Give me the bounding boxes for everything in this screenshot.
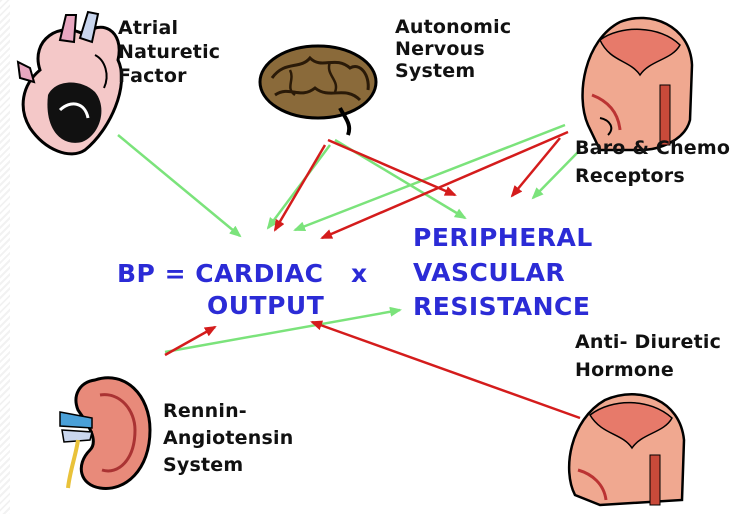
- label-autonomic-nervous-system: Autonomic Nervous System: [395, 16, 511, 82]
- label-rennin-angiotensin-system: Rennin- Angiotensin System: [163, 398, 293, 479]
- heart-icon: [18, 12, 122, 154]
- kidney-icon: [60, 378, 150, 489]
- equation-resistance: RESISTANCE: [413, 290, 590, 324]
- equation-vascular: VASCULAR: [413, 256, 565, 290]
- arrow-anf-to-cardiac-output: [118, 135, 240, 236]
- head-icon-bottom: [569, 394, 684, 505]
- equation-bp-cardiac: BP = CARDIAC: [117, 257, 323, 291]
- brain-icon: [260, 46, 376, 135]
- arrow-baro-to-pvr: [533, 150, 580, 198]
- equation-peripheral: PERIPHERAL: [413, 221, 593, 255]
- arrow-adh-to-cardiac-output: [312, 322, 580, 418]
- equation-times: x: [351, 257, 368, 291]
- arrow-ans-to-pvr-red: [328, 140, 455, 195]
- label-atrial-naturetic-factor: Atrial Naturetic Factor: [118, 16, 220, 88]
- label-baro-chemo-receptors: Baro & Chemo Receptors: [575, 134, 730, 190]
- equation-output: OUTPUT: [207, 289, 324, 323]
- arrow-ans-to-cardiac-output: [268, 145, 330, 228]
- arrow-ans-to-cardiac-output-red: [275, 145, 325, 230]
- arrow-ras-to-cardiac-output: [165, 327, 215, 355]
- head-icon-top: [583, 18, 692, 150]
- label-anti-diuretic-hormone: Anti- Diuretic Hormone: [575, 328, 721, 384]
